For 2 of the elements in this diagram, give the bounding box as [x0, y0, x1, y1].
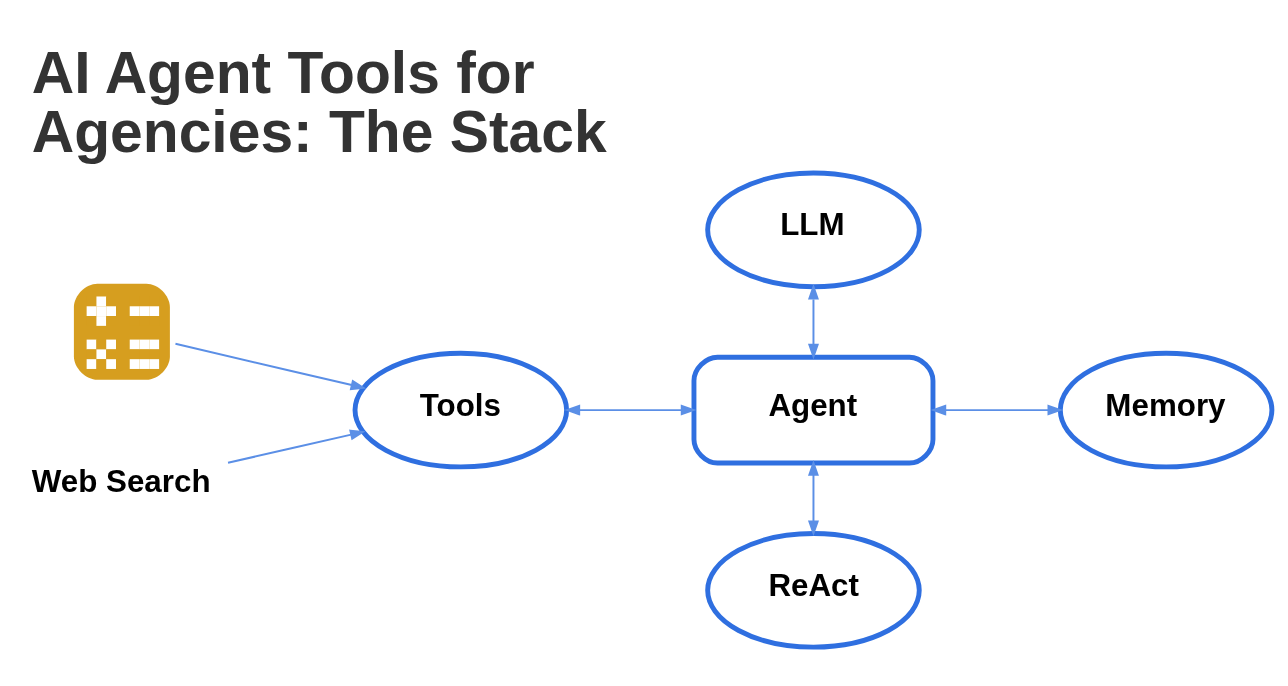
node-text: Web Search: [31, 463, 211, 499]
diagram-title: AI Agent Tools for Agencies: The Stack: [31, 39, 607, 164]
